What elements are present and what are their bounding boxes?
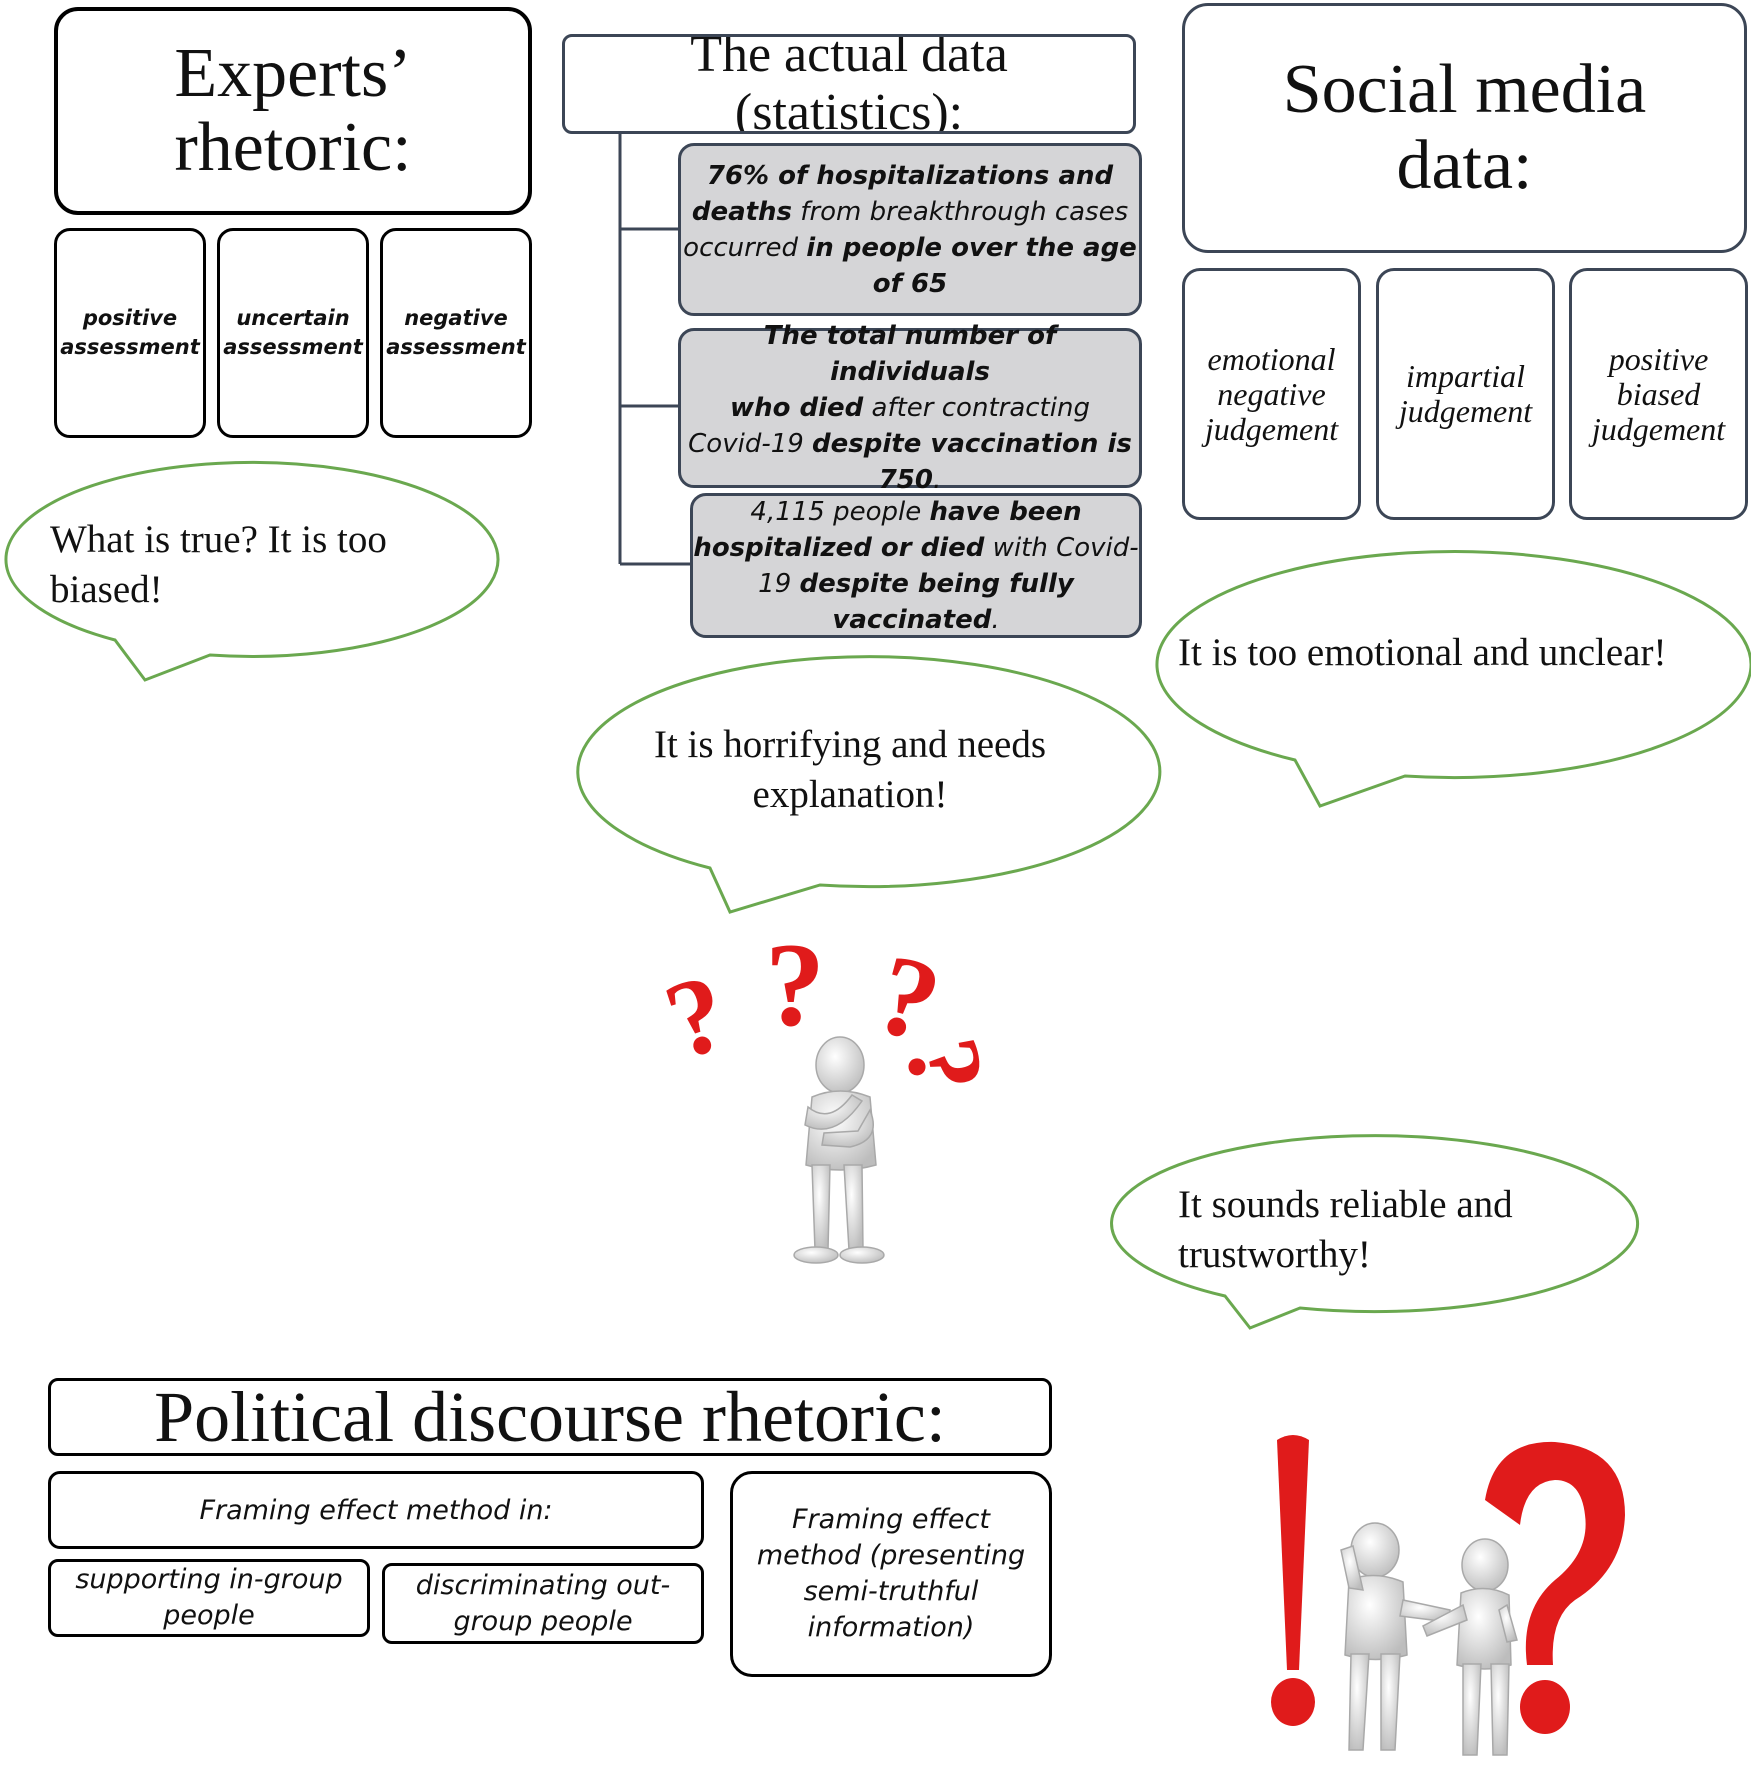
- supporting-label: people: [163, 1600, 255, 1631]
- stat-text: The total number of individuals: [763, 321, 1057, 387]
- social-item-impartial: impartial judgement: [1376, 268, 1555, 520]
- experts-item-uncertain: uncertain assessment: [217, 228, 369, 438]
- social-item-emotional-negative: emotional negative judgement: [1182, 268, 1361, 520]
- experts-bubble-line: What is true? It is too: [50, 518, 387, 561]
- stat-text: 750: [878, 465, 933, 495]
- social-media-title-line2: data:: [1396, 127, 1533, 204]
- semi-truthful-label: information): [807, 1612, 975, 1643]
- experts-bubble-shape: [4, 460, 500, 682]
- experts-item-label: assessment: [386, 335, 526, 359]
- semi-truthful-label: semi-truthful: [803, 1576, 979, 1607]
- thinking-person-illustration: ? ? ? ?: [652, 935, 1008, 1264]
- stat-text: .: [991, 604, 1000, 635]
- discriminating-label: discriminating out-: [415, 1569, 671, 1601]
- discriminating-out-group-box: discriminating out- group people: [382, 1563, 704, 1644]
- stat-text: with Covid-: [984, 532, 1139, 563]
- stat-text: despite being fully: [799, 568, 1074, 599]
- supporting-in-group-box: supporting in-group people: [48, 1559, 370, 1637]
- social-media-title-line1: Social media: [1282, 51, 1647, 128]
- person-figure: [1340, 1522, 1518, 1756]
- actual-data-bubble-shape: [576, 655, 1162, 914]
- stat-text: Covid-19: [688, 429, 813, 459]
- actual-data-title-box: The actual data (statistics):: [562, 34, 1136, 134]
- experts-item-label: assessment: [223, 335, 363, 359]
- experts-item-positive: positive assessment: [54, 228, 206, 438]
- experts-title-box: Experts’ rhetoric:: [54, 7, 532, 215]
- experts-item-label: positive: [82, 306, 178, 330]
- experts-item-negative: negative assessment: [380, 228, 532, 438]
- experts-item-label: assessment: [60, 335, 200, 359]
- actual-data-title-line1: The actual data: [690, 34, 1008, 83]
- social-item-positive-biased: positive biased judgement: [1569, 268, 1748, 520]
- question-mark-icon: [1485, 1441, 1625, 1734]
- actual-data-bubble-line: explanation!: [752, 773, 948, 816]
- stat-card-deaths: The total number of individuals who died…: [678, 321, 1142, 495]
- experts-bubble-line: biased!: [50, 568, 163, 611]
- social-item-label: biased: [1616, 375, 1701, 412]
- political-title: Political discourse rhetoric:: [154, 1377, 946, 1457]
- social-media-bubble-text: It is too emotional and unclear!: [1178, 631, 1667, 674]
- social-item-label: impartial: [1405, 358, 1526, 394]
- actual-data-bubble-text: It is horrifying and needs explanation!: [560, 720, 1140, 820]
- political-bubble-line: trustworthy!: [1178, 1233, 1371, 1276]
- political-bubble-line: It sounds reliable and: [1178, 1183, 1513, 1226]
- experts-title-line2: rhetoric:: [174, 109, 412, 186]
- stat-text: 4,115 people: [750, 496, 930, 527]
- stat-text: hospitalized or died: [693, 532, 985, 563]
- discussion-illustration: [1271, 1435, 1625, 1756]
- stat-text: 76% of hospitalizations and: [706, 160, 1114, 191]
- semi-truthful-label: method (presenting: [756, 1540, 1026, 1571]
- stat-text: occurred: [683, 232, 807, 263]
- social-item-label: negative: [1217, 375, 1326, 412]
- stat-text: 19: [758, 568, 800, 599]
- actual-data-title-line2: (statistics):: [734, 84, 964, 134]
- stat-text: despite vaccination is: [812, 429, 1132, 459]
- political-bubble-shape: [1110, 1134, 1639, 1330]
- stat-card-fully-vaccinated: 4,115 people have been hospitalized or d…: [690, 493, 1142, 638]
- social-media-title-box: Social media data:: [1182, 3, 1747, 253]
- actual-data-connector: [618, 134, 690, 566]
- person-figure: [793, 1036, 885, 1264]
- experts-bubble-text: What is true? It is too biased!: [50, 515, 387, 615]
- svg-text:?: ?: [652, 950, 742, 1083]
- social-item-label: positive: [1608, 340, 1709, 377]
- stat-text: after contracting: [863, 393, 1090, 423]
- political-title-box: Political discourse rhetoric:: [48, 1378, 1052, 1456]
- political-bubble-text: It sounds reliable and trustworthy!: [1178, 1180, 1513, 1280]
- experts-item-label: negative: [404, 306, 508, 330]
- framing-in-label: Framing effect method in:: [199, 1494, 553, 1526]
- stat-text: from breakthrough cases: [792, 196, 1129, 227]
- stat-text: have been: [929, 496, 1082, 527]
- stat-text: of 65: [872, 268, 948, 299]
- experts-title-line1: Experts’: [174, 35, 412, 112]
- discriminating-label: group people: [453, 1605, 633, 1637]
- semi-truthful-framing-box: Framing effect method (presenting semi-t…: [730, 1471, 1052, 1677]
- social-item-label: judgement: [1204, 410, 1339, 447]
- semi-truthful-label: Framing effect: [792, 1504, 990, 1535]
- svg-text:?: ?: [765, 935, 825, 1051]
- actual-data-bubble-line: It is horrifying and needs: [653, 723, 1047, 766]
- stat-text: vaccinated: [832, 604, 992, 635]
- experts-item-label: uncertain: [236, 306, 350, 330]
- supporting-label: supporting in-group: [75, 1564, 343, 1595]
- stat-card-hospitalizations: 76% of hospitalizations and deaths from …: [678, 143, 1142, 316]
- social-item-label: emotional: [1207, 340, 1336, 377]
- framing-in-box: Framing effect method in:: [48, 1471, 704, 1549]
- stat-text: deaths: [691, 196, 793, 227]
- exclamation-mark-icon: [1271, 1435, 1315, 1726]
- social-item-label: judgement: [1398, 393, 1533, 429]
- stat-text: .: [933, 465, 942, 495]
- social-item-label: judgement: [1591, 410, 1726, 447]
- stat-text: who died: [730, 393, 864, 423]
- social-media-bubble-shape: [1155, 550, 1751, 808]
- stat-text: in people over the age: [806, 232, 1137, 263]
